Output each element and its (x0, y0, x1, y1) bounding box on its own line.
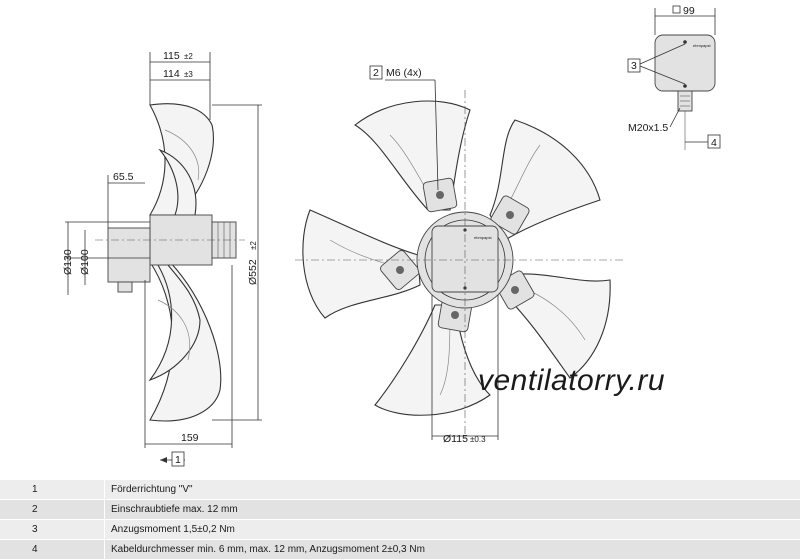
dim-100: Ø100 (79, 249, 91, 275)
logo-front: ebmpapst (474, 235, 492, 240)
dim-552: Ø552 (247, 259, 259, 285)
dim-115-tol: ±2 (184, 52, 193, 61)
note-text: Anzugsmoment 1,5±0,2 Nm (105, 520, 800, 540)
table-row: 1 Förderrichtung "V" (0, 480, 800, 500)
arrow-icon (160, 457, 167, 463)
note-text: Kabeldurchmesser min. 6 mm, max. 12 mm, … (105, 540, 800, 560)
table-row: 4 Kabeldurchmesser min. 6 mm, max. 12 mm… (0, 540, 800, 560)
note-text: Einschraubtiefe max. 12 mm (105, 500, 800, 520)
fan-technical-drawing: 115 ±2 114 ±3 65.5 Ø130 Ø100 Ø552 ±2 159… (0, 0, 800, 478)
table-row: 3 Anzugsmoment 1,5±0,2 Nm (0, 520, 800, 540)
dim-115-hub-tol: ±0.3 (470, 435, 486, 444)
table-row: 2 Einschraubtiefe max. 12 mm (0, 500, 800, 520)
dim-114-tol: ±3 (184, 70, 193, 79)
callout-2: 2 (373, 67, 379, 79)
watermark: ventilatorry.ru (478, 364, 665, 397)
note-text: Förderrichtung "V" (105, 480, 800, 500)
callout-1: 1 (175, 454, 181, 466)
note-number: 4 (0, 540, 105, 560)
dim-99: 99 (683, 5, 695, 17)
dim-m20: M20x1.5 (628, 122, 668, 134)
dim-m6: M6 (4x) (386, 67, 422, 79)
side-view: 115 ±2 114 ±3 65.5 Ø130 Ø100 Ø552 ±2 159… (62, 50, 262, 466)
note-number: 1 (0, 480, 105, 500)
dim-115: 115 (163, 50, 180, 62)
dim-130: Ø130 (62, 249, 74, 275)
cable-gland-side (118, 282, 132, 292)
dim-65-5: 65.5 (113, 171, 134, 183)
logo-detail: ebmpapst (693, 43, 711, 48)
dim-552-tol: ±2 (249, 241, 258, 250)
note-number: 3 (0, 520, 105, 540)
dim-114: 114 (163, 68, 180, 80)
front-view: ebmpapst 2 M6 (4x) Ø115 ±0.3 ventilatorr… (295, 66, 665, 445)
callout-3: 3 (631, 60, 637, 72)
dim-159: 159 (181, 432, 199, 444)
dim-115-hub: Ø115 (443, 433, 468, 445)
square-icon (673, 6, 680, 13)
note-number: 2 (0, 500, 105, 520)
terminal-box-side (108, 228, 150, 282)
callout-4: 4 (711, 137, 717, 149)
terminal-box-detail: ebmpapst 99 3 M20x1.5 4 (628, 5, 720, 150)
notes-table: 1 Förderrichtung "V" 2 Einschraubtiefe m… (0, 480, 800, 560)
front-blade-4 (375, 305, 490, 415)
